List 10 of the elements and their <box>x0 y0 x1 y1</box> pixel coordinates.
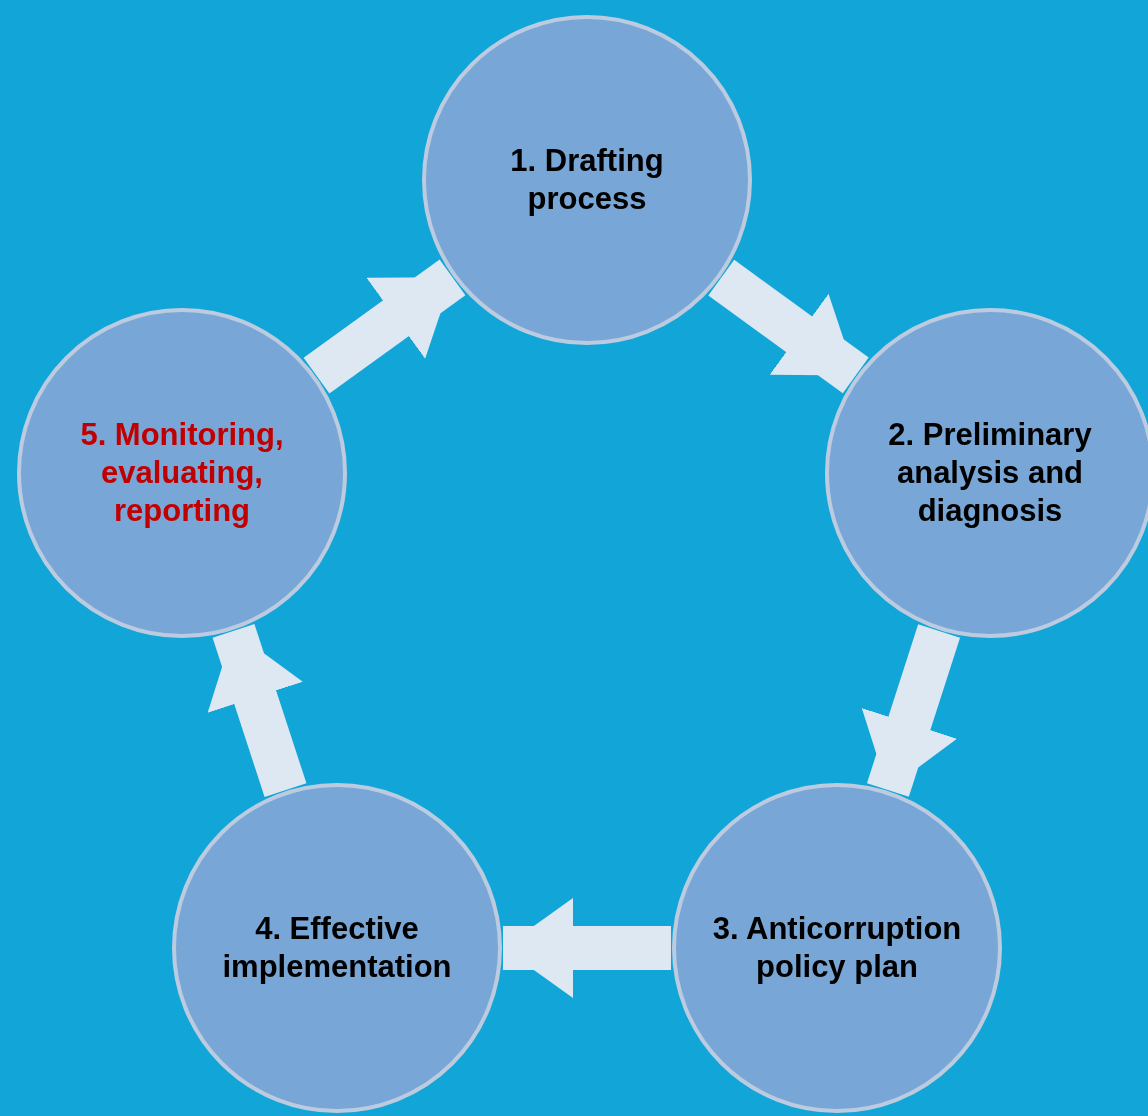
block-arrow <box>708 259 869 394</box>
stage-label: 2. Preliminary analysis and diagnosis <box>887 416 1093 530</box>
stage-label: 4. Effective implementation <box>221 910 453 986</box>
stage-label: 1. Drafting process <box>509 142 665 218</box>
stage-label: 3. Anticorruption policy plan <box>712 910 962 986</box>
block-arrow <box>503 898 671 998</box>
block-arrow <box>861 624 961 797</box>
block-arrow <box>303 259 466 394</box>
stage-label: 5. Monitoring, evaluating, reporting <box>79 416 285 530</box>
block-arrow <box>207 624 307 797</box>
